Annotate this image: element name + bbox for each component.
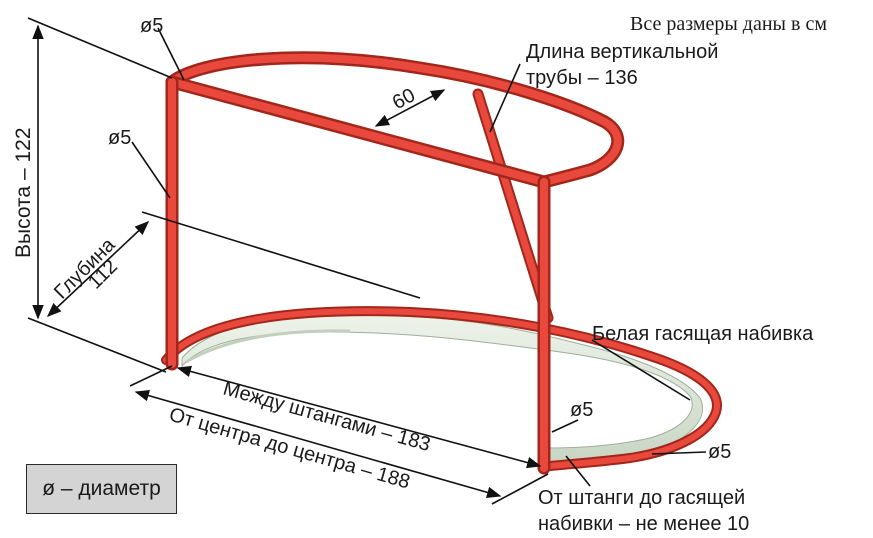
- dimension-lines: [27, 17, 707, 505]
- from-post-label-line1: От штанги до гасящей: [538, 487, 745, 509]
- padding-label: Белая гасящая набивка: [592, 323, 814, 345]
- diameter-top-label: ø5: [140, 15, 163, 37]
- vertical-tube-label-line2: трубы – 136: [526, 67, 638, 89]
- diameter-legend-text: ø – диаметр: [42, 477, 161, 500]
- vertical-tube-label-line1: Длина вертикальной: [526, 41, 718, 63]
- height-label: Высота – 122: [12, 127, 35, 258]
- diameter-legend: ø – диаметр: [26, 464, 177, 514]
- diameter-left-post-label: ø5: [108, 127, 131, 149]
- diameter-bottom-label: ø5: [708, 441, 731, 463]
- top-depth-label: 60: [389, 84, 419, 114]
- units-note: Все размеры даны в см: [630, 13, 827, 35]
- diameter-right-post-label: ø5: [570, 399, 593, 421]
- from-post-label-line2: набивки – не менее 10: [538, 513, 749, 535]
